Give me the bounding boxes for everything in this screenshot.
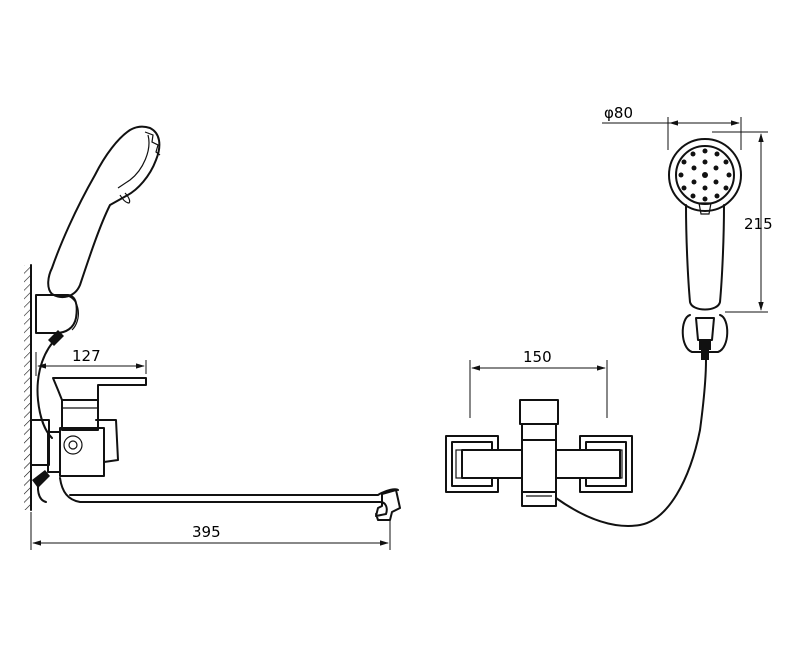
handshower-front: φ80 215	[602, 104, 773, 360]
dimension-395-label: 395	[192, 523, 221, 541]
dimension-127: 127	[35, 347, 147, 376]
nozzle-holes	[678, 148, 732, 202]
dimension-215-label: 215	[744, 215, 773, 233]
dimension-150: 150	[469, 348, 608, 418]
dimension-215: 215	[712, 131, 773, 313]
mixer-body-front	[519, 399, 559, 507]
hose-side	[36, 341, 54, 439]
hose-front	[555, 359, 707, 527]
side-view: 127 395	[24, 125, 401, 550]
front-view: 150	[445, 348, 707, 527]
spout-side	[59, 477, 401, 521]
dimension-127-label: 127	[72, 347, 101, 365]
wall	[24, 264, 32, 511]
dimension-150-label: 150	[523, 348, 552, 366]
dimension-80-label: φ80	[604, 104, 633, 122]
dimension-80: φ80	[602, 104, 742, 150]
mixer-body-side	[30, 377, 147, 503]
dimension-395: 395	[30, 512, 391, 550]
handshower-side	[35, 125, 161, 346]
